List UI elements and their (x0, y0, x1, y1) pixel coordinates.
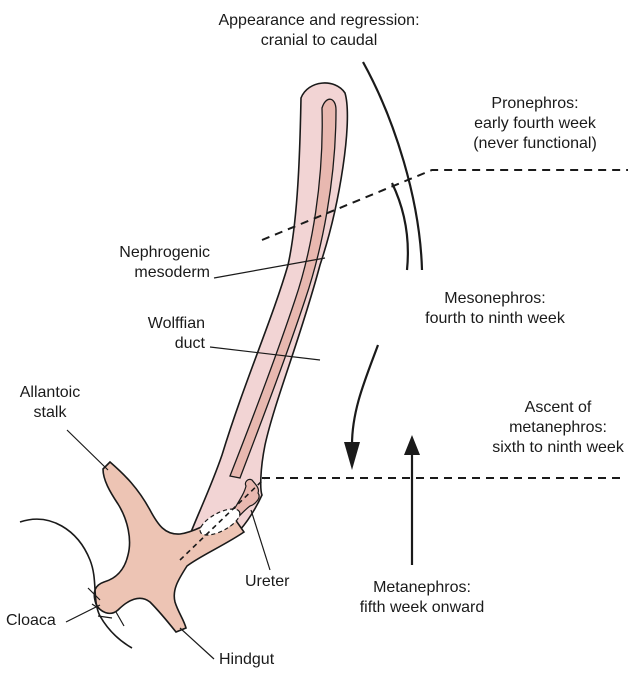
cloaca-wall-lines (87, 587, 125, 627)
label-metanephros-line2: fifth week onward (359, 599, 485, 616)
label-appearance-regression: Appearance and regression: cranial to ca… (190, 11, 448, 51)
cloaca-membrane (19, 518, 133, 649)
regression-down-arrowhead (344, 442, 360, 470)
nephrogenic-leader (213, 257, 326, 279)
label-ascent-line1: Ascent of (524, 399, 592, 416)
label-cloaca: Cloaca (6, 612, 56, 629)
label-mesonephros: Mesonephros: fourth to ninth week (410, 289, 580, 329)
label-pronephros-line2: early fourth week (474, 115, 596, 132)
label-wolffian-duct: Wolffian duct (110, 314, 205, 354)
label-wolffian-line1: Wolffian (147, 315, 205, 332)
label-allantoic-line1: Allantoic (19, 384, 81, 401)
label-nephrogenic-line1: Nephrogenic (119, 244, 210, 261)
label-mesonephros-line1: Mesonephros: (444, 290, 546, 307)
label-nephrogenic-mesoderm: Nephrogenic mesoderm (88, 243, 210, 283)
nephrogenic-cord (184, 82, 349, 546)
allantoic-leader (66, 429, 109, 471)
regression-arc-outer (362, 61, 424, 271)
label-appearance-regression-line2: cranial to caudal (260, 32, 378, 49)
base-dash (179, 477, 266, 561)
cloaca-leader (65, 604, 101, 623)
label-metanephros: Metanephros: fifth week onward (352, 578, 492, 618)
label-ascent-metanephros: Ascent of metanephros: sixth to ninth we… (480, 398, 636, 458)
label-ureter: Ureter (245, 573, 290, 590)
label-pronephros: Pronephros: early fourth week (never fun… (450, 94, 620, 154)
label-metanephros-line1: Metanephros: (373, 579, 471, 596)
label-wolffian-line2: duct (174, 335, 205, 352)
label-ascent-line3: sixth to ninth week (492, 439, 624, 456)
regression-down-arrow (350, 344, 380, 446)
label-allantoic-line2: stalk (33, 404, 67, 421)
label-appearance-regression-line1: Appearance and regression: (218, 12, 420, 29)
pronephros-boundary (261, 169, 628, 241)
label-nephrogenic-line2: mesoderm (134, 264, 210, 281)
wolffian-duct (229, 98, 337, 479)
label-mesonephros-line2: fourth to ninth week (425, 310, 565, 327)
ascent-up-arrowhead (404, 435, 420, 455)
label-ascent-line2: metanephros: (509, 419, 607, 436)
cloaca-hindgut (93, 460, 246, 633)
ureter-leader (250, 509, 271, 571)
label-allantoic-stalk: Allantoic stalk (10, 383, 90, 423)
label-pronephros-line1: Pronephros: (491, 95, 579, 112)
label-pronephros-line3: (never functional) (473, 135, 597, 152)
hindgut-leader (179, 627, 215, 660)
wolffian-leader (209, 346, 321, 361)
regression-arc-inner (391, 182, 409, 271)
label-hindgut: Hindgut (219, 651, 275, 668)
